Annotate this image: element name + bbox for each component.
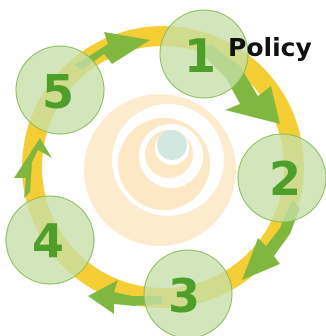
step-4: 4 — [5, 195, 95, 285]
center-dot — [157, 130, 187, 160]
step-number: 1 — [184, 29, 216, 83]
policy-label: Policy — [228, 33, 312, 62]
arrow-3-to-4 — [88, 280, 162, 314]
step-5: 5 — [15, 45, 105, 135]
step-number: 3 — [168, 269, 200, 323]
step-3: 3 — [143, 249, 233, 336]
step-number: 2 — [269, 152, 301, 206]
arrow-4-to-5 — [14, 138, 52, 198]
step-number: 4 — [32, 214, 64, 268]
step-number: 5 — [42, 65, 74, 119]
step-2: 2 — [237, 133, 326, 223]
step-1: 1 — [159, 9, 249, 99]
swirl-graphic — [84, 94, 236, 246]
